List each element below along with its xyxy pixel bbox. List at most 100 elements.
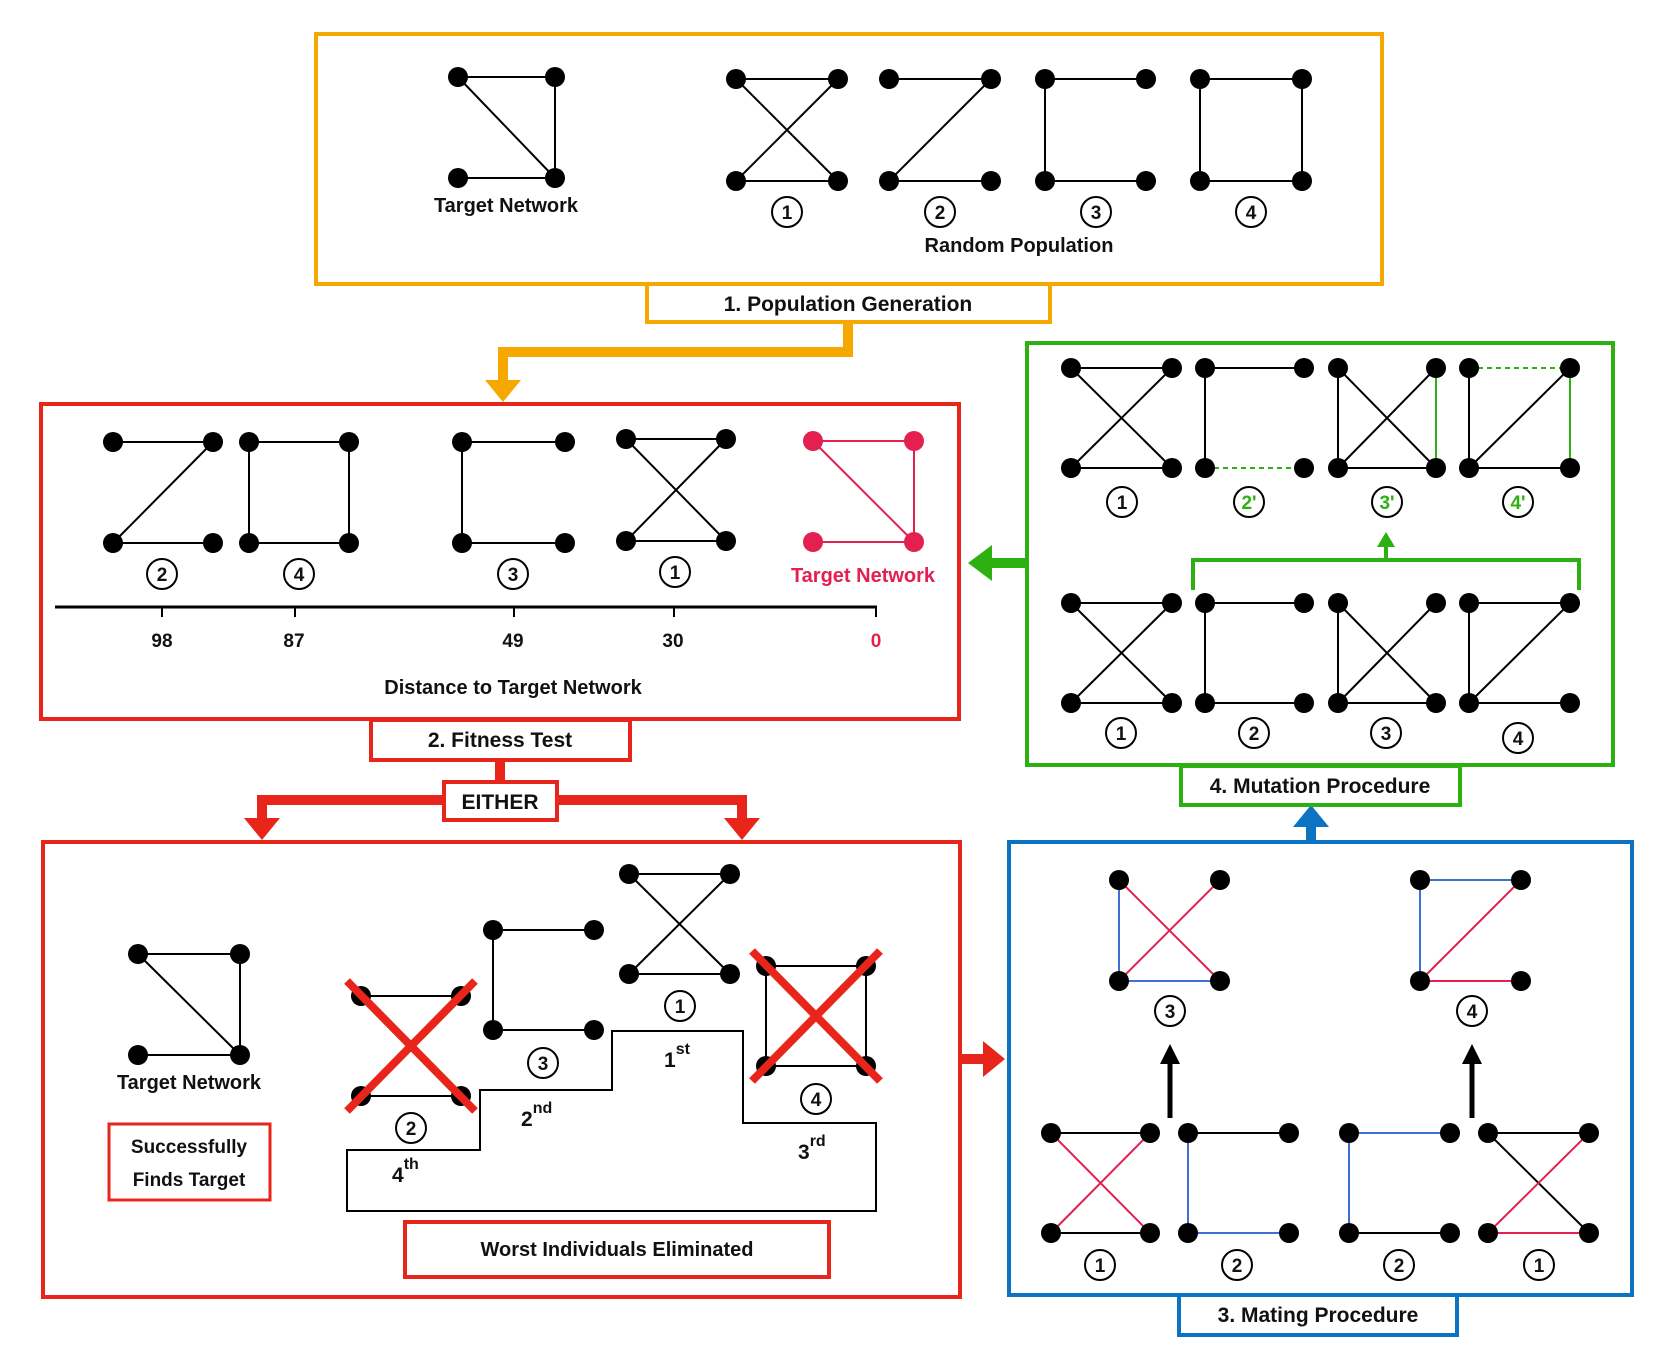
stage4-mutation-procedure: 1 2' 3' (1025, 341, 1615, 807)
mutated-id-3prime: 3' (1379, 493, 1394, 514)
parent-1-right: 1 (1478, 1123, 1599, 1281)
distance-tick-98: 98 (151, 631, 172, 652)
stage2-id-2: 2 (157, 565, 168, 586)
outcome-target-label: Target Network (117, 1072, 262, 1094)
stage2-individual-4: 4 (239, 432, 359, 590)
stage1-id-3: 3 (1091, 203, 1102, 224)
stage4-frame (1025, 341, 1615, 767)
parent-id-2b: 2 (1394, 1256, 1405, 1277)
stage1-frame (314, 32, 1384, 286)
podium-id-1: 1 (675, 997, 686, 1018)
podium-individual-4: 4 (749, 948, 883, 1115)
rank-3rd: 3rd (798, 1133, 826, 1164)
mutated-4prime: 4' (1459, 358, 1580, 518)
distance-tick-49: 49 (502, 631, 523, 652)
distance-tick-30: 30 (662, 631, 683, 652)
parent-id-1a: 1 (1095, 1256, 1106, 1277)
podium-individual-3: 3 (483, 920, 604, 1079)
id-badge-circle (924, 196, 956, 228)
stage1-title-box (645, 282, 1052, 324)
podium-id-3: 3 (538, 1054, 549, 1075)
stage4-title-box (1179, 764, 1462, 807)
stage1-id-4: 4 (1246, 203, 1257, 224)
arrow-outcome-to-mating (960, 1041, 1005, 1077)
original-1: 1 (1061, 593, 1182, 749)
stage3-title: 3. Mating Procedure (1218, 1304, 1419, 1327)
stage1-individual-3: 3 (1035, 69, 1156, 228)
offspring-4: 4 (1410, 870, 1531, 1027)
stage1-id-2: 2 (935, 203, 946, 224)
mutated-3prime: 3' (1328, 358, 1446, 518)
rank-2nd: 2nd (521, 1100, 552, 1131)
mutated-2prime: 2' (1195, 358, 1314, 518)
arrow-mating-to-mutation (1293, 805, 1329, 842)
distance-tick-0: 0 (871, 631, 882, 652)
distance-tick-87: 87 (283, 631, 304, 652)
outcome-target-network: Target Network (117, 944, 262, 1094)
eliminated-label: Worst Individuals Eliminated (480, 1239, 753, 1261)
stage2-frame (39, 402, 961, 721)
mating-arrow-right (1462, 1044, 1482, 1118)
outcome-panel: Target Network Successfully Finds Target… (41, 840, 962, 1299)
stage2-title: 2. Fitness Test (428, 729, 572, 752)
stage2-id-1: 1 (670, 563, 681, 584)
mutation-bracket-arrow (1191, 532, 1581, 590)
either-box (442, 780, 559, 822)
eliminated-box (403, 1220, 831, 1279)
original-id-3: 3 (1381, 724, 1392, 745)
stage4-title: 4. Mutation Procedure (1210, 775, 1431, 798)
arrow-mutation-to-fitness (968, 545, 1027, 581)
either-label: EITHER (461, 791, 538, 814)
offspring-3: 3 (1109, 870, 1230, 1027)
mutated-id-2prime: 2' (1241, 493, 1256, 514)
stage2-target-network: Target Network (791, 431, 936, 587)
stage1-id-1: 1 (782, 203, 793, 224)
parent-2-left: 2 (1178, 1123, 1299, 1281)
arrow-stage1-to-stage2 (485, 322, 853, 402)
id-badge-circle (771, 196, 803, 228)
stage2-individual-1: 1 (616, 429, 736, 588)
stage3-title-box (1177, 1293, 1459, 1337)
either-split-arrow: EITHER (244, 760, 760, 840)
original-3: 3 (1328, 593, 1446, 749)
success-line2: Finds Target (133, 1170, 246, 1191)
random-population-label: Random Population (925, 235, 1114, 257)
parent-2-right: 2 (1339, 1123, 1460, 1281)
stage1-target-label: Target Network (434, 195, 579, 217)
stage2-id-3: 3 (508, 565, 519, 586)
stage2-individual-2: 2 (103, 432, 223, 590)
offspring-id-3: 3 (1165, 1002, 1176, 1023)
podium-id-2: 2 (406, 1119, 417, 1140)
original-id-2: 2 (1249, 724, 1260, 745)
id-badge-circle (1235, 196, 1267, 228)
stage2-title-box (369, 718, 632, 762)
stage1-population-generation: Target Network 1 2 (314, 32, 1384, 324)
stage1-individual-4: 4 (1190, 69, 1312, 228)
parent-id-1b: 1 (1534, 1256, 1545, 1277)
success-box (107, 1122, 272, 1202)
id-badge-circle (1080, 196, 1112, 228)
stage2-individual-3: 3 (452, 432, 575, 590)
podium-id-4: 4 (811, 1090, 822, 1111)
offspring-id-4: 4 (1467, 1002, 1478, 1023)
stage1-target-network: Target Network (434, 67, 579, 217)
mutated-1: 1 (1061, 358, 1182, 518)
mating-arrow-left (1160, 1044, 1180, 1118)
mutated-id-4prime: 4' (1510, 493, 1525, 514)
mutated-id-1: 1 (1117, 493, 1128, 514)
original-id-1: 1 (1116, 724, 1127, 745)
podium-individual-2: 2 (344, 978, 478, 1144)
stage1-individual-2: 2 (879, 69, 1001, 228)
stage3-frame (1007, 840, 1634, 1297)
parent-id-2a: 2 (1232, 1256, 1243, 1277)
rank-4th: 4th (392, 1156, 419, 1187)
distance-axis-title: Distance to Target Network (384, 677, 642, 699)
rank-1st: 1st (664, 1041, 691, 1072)
stage1-title: 1. Population Generation (724, 293, 973, 316)
outcome-frame (41, 840, 962, 1299)
stage1-individual-1: 1 (726, 69, 848, 228)
original-id-4: 4 (1513, 729, 1524, 750)
podium (346, 1030, 877, 1212)
stage2-target-label: Target Network (791, 565, 936, 587)
